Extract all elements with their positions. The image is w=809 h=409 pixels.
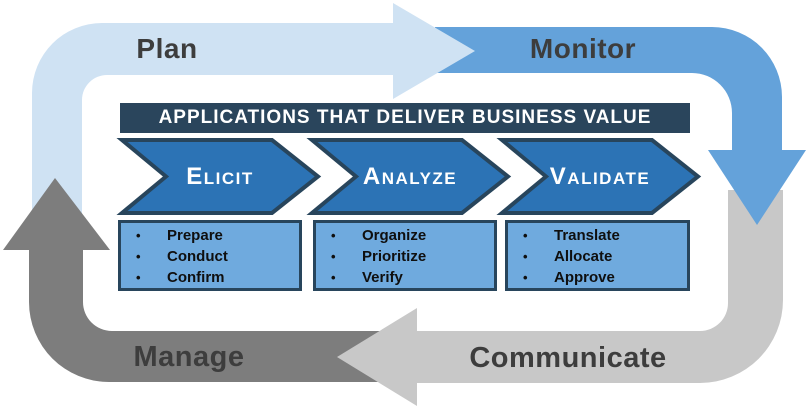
manage-arrow xyxy=(3,178,405,382)
manage-arrowhead-up-icon xyxy=(3,178,110,250)
bullet-icon: • xyxy=(136,228,141,243)
bullet-icon: • xyxy=(331,249,336,264)
list-item: • Prepare xyxy=(121,225,299,246)
monitor-arrowhead-down-icon xyxy=(708,150,806,225)
list-item-label: Allocate xyxy=(554,248,613,265)
list-item: • Confirm xyxy=(121,267,299,288)
cycle-label-monitor: Monitor xyxy=(529,33,637,64)
bullet-icon: • xyxy=(136,270,141,285)
bullet-icon: • xyxy=(523,249,528,264)
plan-arrowhead-right-icon xyxy=(393,3,475,99)
monitor-arrow xyxy=(435,27,806,225)
list-item: • Allocate xyxy=(508,246,687,267)
list-item: • Translate xyxy=(508,225,687,246)
stage-detail-box-elicit: • Prepare • Conduct • Confirm xyxy=(118,220,302,291)
list-item-label: Confirm xyxy=(167,269,225,286)
cycle-label-plan: Plan xyxy=(136,33,198,64)
list-item: • Organize xyxy=(316,225,494,246)
bullet-icon: • xyxy=(331,270,336,285)
communicate-arrowhead-left-icon xyxy=(337,308,417,406)
list-item: • Prioritize xyxy=(316,246,494,267)
banner-title: APPLICATIONS THAT DELIVER BUSINESS VALUE xyxy=(120,103,690,133)
stage-detail-box-analyze: • Organize • Prioritize • Verify xyxy=(313,220,497,291)
stage-detail-box-validate: • Translate • Allocate • Approve xyxy=(505,220,690,291)
list-item-label: Conduct xyxy=(167,248,228,265)
bullet-icon: • xyxy=(523,270,528,285)
stage-label-validate: Validate xyxy=(549,163,651,190)
monitor-arrow-band xyxy=(435,27,782,175)
list-item-label: Verify xyxy=(362,269,403,286)
cycle-label-communicate: Communicate xyxy=(469,342,667,374)
communicate-arrow xyxy=(337,190,783,406)
list-item-label: Translate xyxy=(554,227,620,244)
chevron-validate-shape xyxy=(496,138,702,215)
list-item: • Approve xyxy=(508,267,687,288)
list-item-label: Approve xyxy=(554,269,615,286)
chevron-analyze-shape xyxy=(306,138,512,215)
cycle-label-manage: Manage xyxy=(133,341,245,373)
stage-label-analyze: Analyze xyxy=(362,163,458,190)
list-item: • Conduct xyxy=(121,246,299,267)
bullet-icon: • xyxy=(331,228,336,243)
communicate-arrow-band xyxy=(412,190,783,383)
stage-label-elicit: Elicit xyxy=(186,163,254,190)
list-item-label: Organize xyxy=(362,227,427,244)
plan-arrow-band xyxy=(32,23,410,105)
bullet-icon: • xyxy=(523,228,528,243)
list-item-label: Prioritize xyxy=(362,248,427,265)
chevron-elicit-shape xyxy=(116,138,322,215)
manage-arrow-band xyxy=(29,245,405,382)
list-item: • Verify xyxy=(316,267,494,288)
stage-chevrons xyxy=(116,138,702,215)
list-item-label: Prepare xyxy=(167,227,223,244)
bullet-icon: • xyxy=(136,249,141,264)
plan-arrow xyxy=(32,3,475,105)
